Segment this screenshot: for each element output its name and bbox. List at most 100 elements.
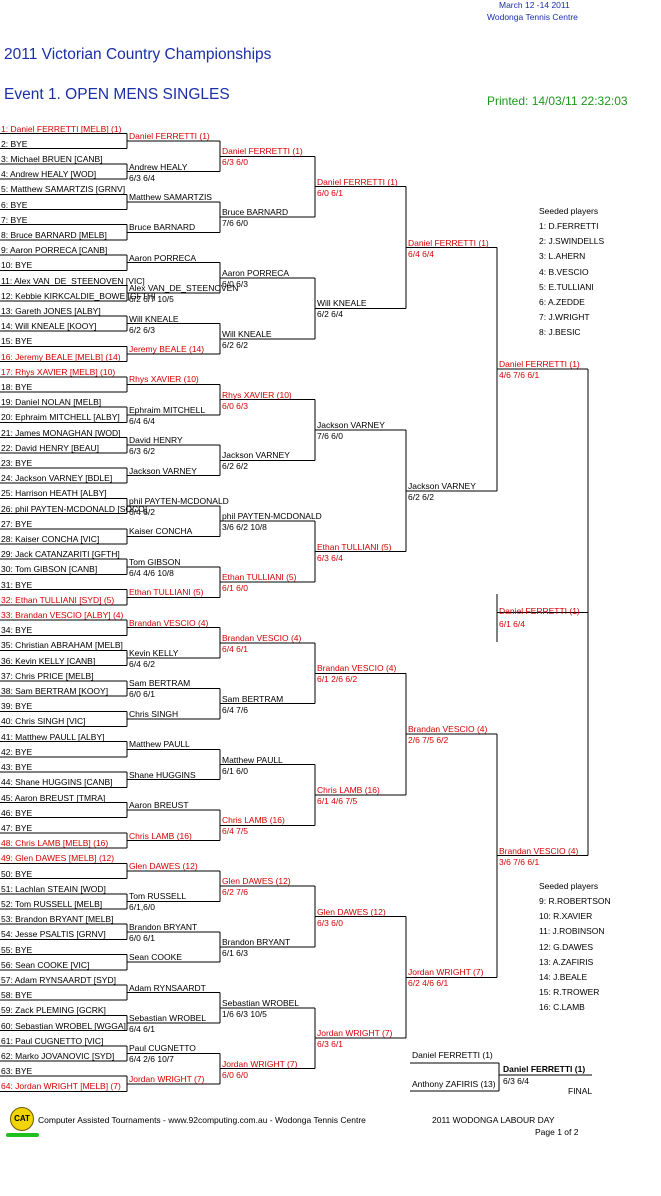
round2-score: 6/1,6/0: [129, 902, 155, 913]
round3-score: 6/4 6/1: [222, 643, 248, 654]
player-entry: 49: Glen DAWES [MELB] (12): [1, 853, 115, 864]
seeded-players-heading-2: Seeded players: [539, 881, 599, 891]
round5-winner-name: Daniel FERRETTI (1): [408, 237, 489, 248]
player-entry: 30: Tom GIBSON [CANB]: [1, 564, 98, 575]
round3-score: 6/2 6/2: [222, 339, 248, 350]
player-entry: 11: Alex VAN_DE_STEENOVEN [VIC]: [1, 275, 145, 286]
round2-score: 6/3 6/4: [129, 172, 155, 183]
round4-winner-name: Glen DAWES (12): [317, 906, 386, 917]
round4-winner-name: Ethan TULLIANI (5): [317, 541, 392, 552]
player-entry: 42: BYE: [1, 746, 33, 757]
player-entry: 62: Marko JOVANOVIC [SYD]: [1, 1051, 115, 1061]
seed-entry: 7: J.WRIGHT: [539, 312, 590, 323]
player-entry: 26: phil PAYTEN-MCDONALD [SOCO]: [1, 503, 148, 514]
seed-entry: 2: J.SWINDELLS: [539, 236, 605, 247]
player-entry: 41: Matthew PAULL [ALBY]: [1, 731, 105, 742]
final-label: FINAL: [568, 1086, 593, 1096]
cat-logo-icon: CAT: [10, 1107, 34, 1131]
round6-winner-name: Brandan VESCIO (4): [499, 845, 579, 856]
player-entry: 32: Ethan TULLIANI [SYD] (5): [1, 594, 115, 605]
player-entry: 5: Matthew SAMARTZIS [GRNV]: [1, 184, 126, 195]
player-entry: 58: BYE: [1, 990, 33, 1001]
player-entry: 44: Shane HUGGINS [CANB]: [1, 777, 113, 788]
round3-winner-name: Glen DAWES (12): [222, 876, 291, 887]
round2-winner-name: Tom GIBSON: [129, 556, 181, 567]
seed-entry: 1: D.FERRETTI: [539, 221, 599, 231]
round5-winner-name: Jordan WRIGHT (7): [408, 967, 484, 978]
round2-winner-name: Chris SINGH: [129, 708, 179, 719]
player-entry: 24: Jackson VARNEY [BDLE]: [1, 473, 113, 484]
player-entry: 18: BYE: [1, 381, 33, 392]
round2-winner-name: Chris LAMB (16): [129, 830, 192, 841]
round2-winner-name: phil PAYTEN-MCDONALD: [129, 496, 229, 507]
seed-entry: 5: E.TULLIANI: [539, 281, 594, 292]
round3-winner-name: Sam BERTRAM: [222, 693, 284, 704]
tournament-dates: March 12 -14 2011: [499, 0, 570, 10]
seed-entry: 16: C.LAMB: [539, 1002, 585, 1013]
player-entry: 7: BYE: [1, 214, 28, 225]
player-entry: 15: BYE: [1, 336, 33, 347]
footer-credit: Computer Assisted Tournaments - www.92co…: [38, 1115, 366, 1125]
player-entry: 28: Kaiser CONCHA [VIC]: [1, 534, 100, 545]
round3-winner-name: Rhys XAVIER (10): [222, 389, 292, 400]
player-entry: 1: Daniel FERRETTI [MELB] (1): [1, 123, 122, 134]
round3-winner-name: Brandon BRYANT: [222, 936, 291, 947]
round4-score: 6/0 6/1: [317, 187, 343, 198]
round3-score: 6/0 6/0: [222, 1069, 248, 1080]
player-entry: 3: Michael BRUEN [CANB]: [1, 153, 103, 164]
player-entry: 63: BYE: [1, 1066, 33, 1077]
round2-score: 6/4 2/6 10/7: [129, 1054, 174, 1065]
round3-score: 6/1 6/0: [222, 583, 248, 594]
player-entry: 47: BYE: [1, 822, 33, 833]
round5-score: 6/2 4/6 6/1: [408, 978, 449, 989]
player-entry: 54: Jesse PSALTIS [GRNV]: [1, 929, 106, 940]
round3-winner-name: phil PAYTEN-MCDONALD: [222, 511, 322, 522]
round4-winner-name: Will KNEALE: [317, 298, 367, 309]
player-entry: 14: Will KNEALE [KOOY]: [1, 321, 97, 332]
player-entry: 4: Andrew HEALY [WOD]: [1, 169, 97, 180]
round3-score: 6/0 6/3: [222, 400, 248, 411]
semi-winner-name: Daniel FERRETTI (1): [499, 606, 580, 616]
player-entry: 55: BYE: [1, 944, 33, 955]
round5-winner-name: Jackson VARNEY: [408, 480, 476, 491]
round2-winner-name: Tom RUSSELL: [129, 891, 187, 902]
round3-score: 6/0 6/3: [222, 278, 248, 289]
final-bottom-name: Anthony ZAFIRIS (13): [412, 1079, 496, 1089]
tournament-venue: Wodonga Tennis Centre: [487, 12, 578, 22]
player-entry: 53: Brandon BRYANT [MELB]: [1, 914, 114, 925]
player-entry: 9: Aaron PORRECA [CANB]: [1, 245, 108, 256]
round2-score: 6/4 6/2: [129, 507, 155, 518]
seed-entry: 15: R.TROWER: [539, 987, 600, 998]
player-entry: 37: Chris PRICE [MELB]: [1, 670, 94, 681]
round2-winner-name: Will KNEALE: [129, 313, 179, 324]
round3-winner-name: Ethan TULLIANI (5): [222, 572, 297, 583]
round6-winner-name: Daniel FERRETTI (1): [499, 359, 580, 370]
round3-score: 3/6 6/2 10/8: [222, 522, 267, 533]
round6-score: 3/6 7/6 6/1: [499, 856, 540, 867]
round3-winner-name: Jackson VARNEY: [222, 450, 290, 461]
seed-entry: 4: B.VESCIO: [539, 266, 589, 277]
round4-winner-name: Daniel FERRETTI (1): [317, 176, 398, 187]
final-top-name: Daniel FERRETTI (1): [412, 1050, 493, 1060]
player-entry: 10: BYE: [1, 260, 33, 271]
player-entry: 36: Kevin KELLY [CANB]: [1, 655, 96, 666]
round4-winner-name: Jordan WRIGHT (7): [317, 1028, 393, 1039]
event-title: Event 1. OPEN MENS SINGLES: [4, 86, 230, 103]
round3-score: 6/4 7/5: [222, 826, 248, 837]
round2-winner-name: Aaron PORRECA: [129, 252, 197, 263]
player-entry: 61: Paul CUGNETTO [VIC]: [1, 1035, 104, 1046]
player-entry: 64: Jordan WRIGHT [MELB] (7): [1, 1081, 121, 1092]
round4-score: 6/1 2/6 6/2: [317, 674, 358, 685]
page-title: 2011 Victorian Country Championships: [4, 46, 272, 63]
player-entry: 38: Sam BERTRAM [KOOY]: [1, 686, 109, 697]
player-entry: 12: Kebbie KIRKCALDIE_BOWE [GFTH]: [1, 290, 156, 301]
round5-winner-name: Brandan VESCIO (4): [408, 724, 488, 735]
round3-winner-name: Sebastian WROBEL: [222, 997, 300, 1008]
seed-entry: 3: L.AHERN: [539, 251, 586, 262]
round5-score: 6/2 6/2: [408, 491, 434, 502]
player-entry: 20: Ephraim MITCHELL [ALBY]: [1, 412, 120, 423]
player-entry: 8: Bruce BARNARD [MELB]: [1, 229, 107, 240]
round2-score: 6/4 4/6 10/8: [129, 567, 174, 578]
round2-winner-name: Jackson VARNEY: [129, 465, 197, 476]
round3-score: 6/2 6/2: [222, 461, 248, 472]
